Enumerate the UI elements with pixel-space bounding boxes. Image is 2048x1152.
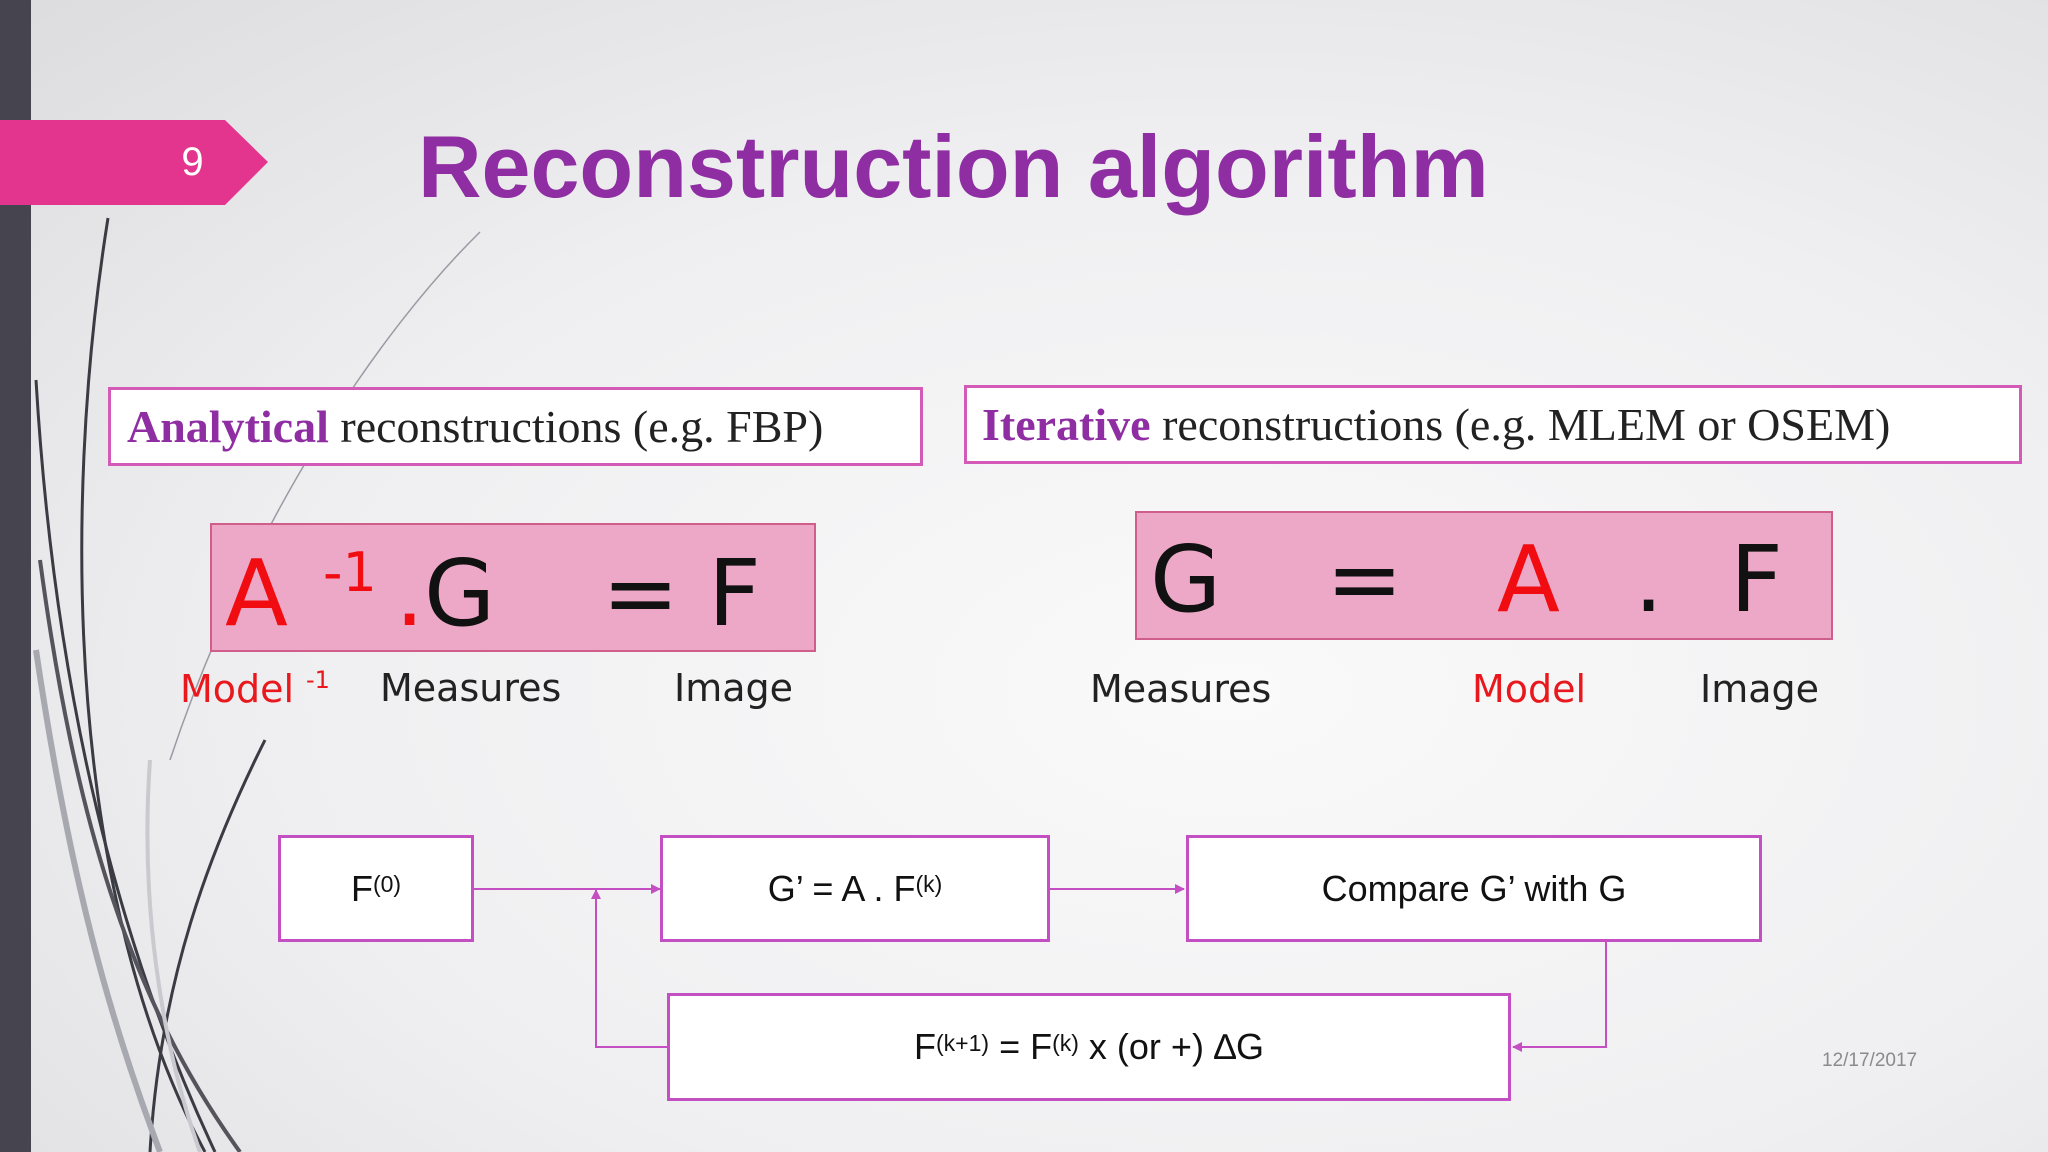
initial-estimate-sup: (0) bbox=[372, 871, 402, 897]
analytical-heading-strong: Analytical bbox=[127, 401, 329, 452]
iterative-heading-rest: reconstructions (e.g. MLEM or OSEM) bbox=[1150, 399, 1891, 450]
slide-date: 12/17/2017 bbox=[1822, 1050, 1918, 1071]
analytical-eq-dot: . bbox=[395, 540, 425, 647]
analytical-eq-f: F bbox=[708, 540, 761, 647]
iterative-label-measures: Measures bbox=[1090, 667, 1272, 711]
iterative-equation-box bbox=[1135, 511, 1833, 640]
iterative-eq-f: F bbox=[1730, 526, 1783, 633]
slide-title: Reconstruction algorithm bbox=[418, 117, 1489, 216]
projection-box: G’ = A . F(k) bbox=[660, 835, 1050, 942]
projection-sup: (k) bbox=[915, 871, 943, 897]
analytical-heading-box: Analytical reconstructions (e.g. FBP) bbox=[108, 387, 923, 466]
update-base: F bbox=[914, 1026, 937, 1067]
analytical-eq-exponent: -1 bbox=[323, 541, 377, 604]
analytical-eq-a: A bbox=[225, 540, 288, 647]
analytical-label-model: Model bbox=[180, 667, 295, 711]
iterative-eq-dot: . bbox=[1634, 526, 1664, 633]
analytical-label-model-exponent: -1 bbox=[306, 666, 330, 694]
iterative-heading-strong: Iterative bbox=[982, 399, 1151, 450]
analytical-heading-rest: reconstructions (e.g. FBP) bbox=[328, 401, 824, 452]
iterative-label-image: Image bbox=[1700, 667, 1820, 711]
update-tail: x (or +) ∆G bbox=[1078, 1026, 1264, 1067]
slide-number: 9 bbox=[181, 140, 204, 184]
analytical-eq-equals: = bbox=[602, 540, 680, 647]
analytical-equation-box bbox=[210, 523, 816, 652]
iterative-heading-box: Iterative reconstructions (e.g. MLEM or … bbox=[964, 385, 2022, 464]
initial-estimate-base: F bbox=[350, 867, 373, 909]
compare-text: Compare G’ with G bbox=[1321, 867, 1627, 909]
slide-number-badge bbox=[0, 120, 268, 205]
analytical-label-measures: Measures bbox=[380, 666, 562, 710]
update-mid: = F bbox=[989, 1026, 1053, 1067]
analytical-eq-g: G bbox=[424, 540, 496, 647]
update-sup-next: (k+1) bbox=[936, 1029, 990, 1056]
iterative-eq-a: A bbox=[1497, 526, 1560, 633]
update-box: F(k+1) = F(k) x (or +) ∆G bbox=[667, 993, 1511, 1101]
projection-text: G’ = A . F bbox=[767, 867, 916, 909]
update-sup-current: (k) bbox=[1052, 1029, 1079, 1056]
initial-estimate-box: F(0) bbox=[278, 835, 474, 942]
iterative-eq-g: G bbox=[1150, 526, 1222, 633]
analytical-label-image: Image bbox=[674, 666, 794, 710]
compare-box: Compare G’ with G bbox=[1186, 835, 1762, 942]
iterative-label-model: Model bbox=[1472, 667, 1587, 711]
iterative-eq-equals: = bbox=[1326, 526, 1404, 633]
